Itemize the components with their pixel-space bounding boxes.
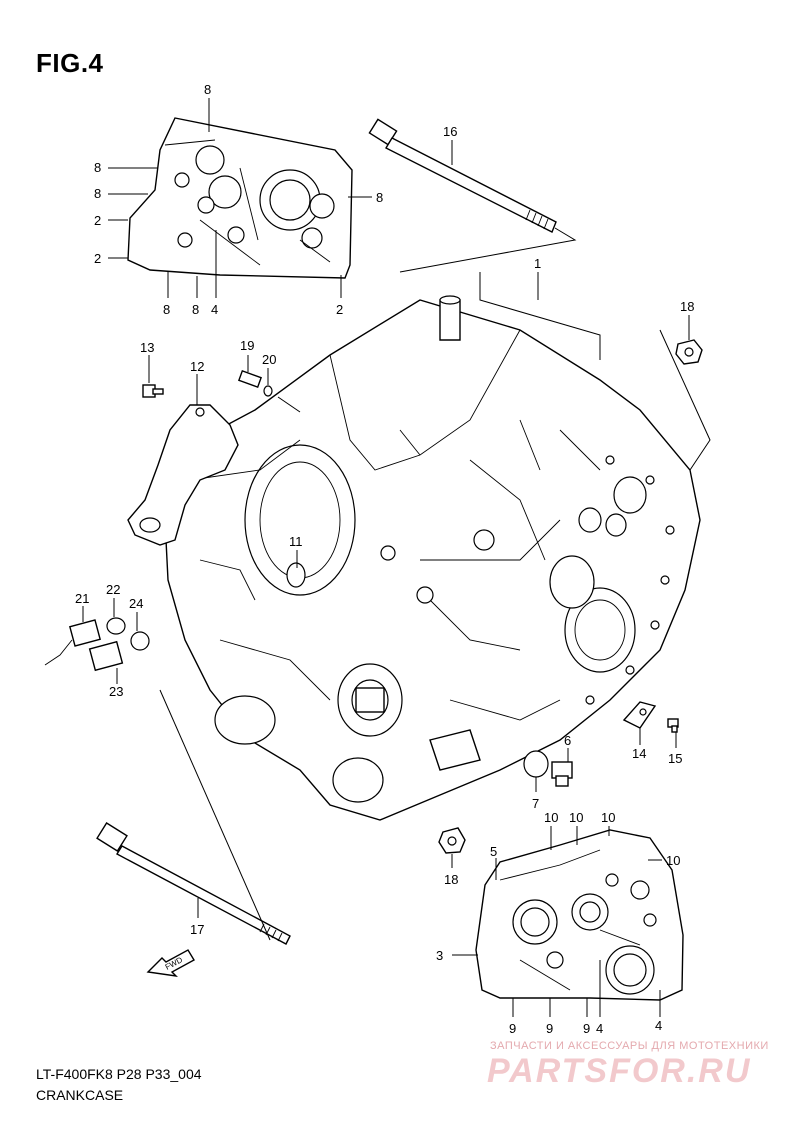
callout-8: 8 <box>376 190 383 205</box>
gasket-7 <box>523 750 549 778</box>
washer-22 <box>106 617 126 635</box>
callout-22: 22 <box>106 582 120 597</box>
callout-6: 6 <box>564 733 571 748</box>
washer-24 <box>130 631 150 651</box>
callout-9: 9 <box>583 1021 590 1036</box>
callout-8: 8 <box>94 160 101 175</box>
callout-20: 20 <box>262 352 276 367</box>
section-name: CRANKCASE <box>36 1087 124 1103</box>
callout-4: 4 <box>211 302 218 317</box>
callout-4: 4 <box>655 1018 662 1033</box>
callout-9: 9 <box>509 1021 516 1036</box>
callout-19: 19 <box>240 338 254 353</box>
callout-10: 10 <box>544 810 558 825</box>
callout-14: 14 <box>632 746 646 761</box>
bolt-15 <box>667 718 679 733</box>
callout-10: 10 <box>601 810 615 825</box>
nut-18-lower <box>438 827 466 854</box>
callout-2: 2 <box>336 302 343 317</box>
callout-3: 3 <box>436 948 443 963</box>
callout-8: 8 <box>204 82 211 97</box>
callout-13: 13 <box>140 340 154 355</box>
sensor-21 <box>44 619 102 666</box>
figure-title: FIG.4 <box>36 48 104 78</box>
callout-5: 5 <box>490 844 497 859</box>
callout-21: 21 <box>75 591 89 606</box>
bracket-14 <box>622 701 657 729</box>
watermark-tagline: ЗАПЧАСТИ И АКСЕССУАРЫ ДЛЯ МОТОТЕХНИКИ <box>490 1040 769 1052</box>
callout-8: 8 <box>163 302 170 317</box>
o-ring-20 <box>263 385 273 397</box>
crankcase-right-half-detail <box>475 829 684 1001</box>
callout-15: 15 <box>668 751 682 766</box>
callout-11: 11 <box>289 534 303 549</box>
callout-10: 10 <box>666 853 680 868</box>
callout-8: 8 <box>192 302 199 317</box>
callout-2: 2 <box>94 251 101 266</box>
oil-jet-19 <box>237 369 263 389</box>
callout-8: 8 <box>94 186 101 201</box>
callout-1: 1 <box>534 256 541 271</box>
callout-18: 18 <box>680 299 694 314</box>
callout-7: 7 <box>532 796 539 811</box>
callout-12: 12 <box>190 359 204 374</box>
callout-18: 18 <box>444 872 458 887</box>
drain-plug-6 <box>551 761 573 787</box>
callout-9: 9 <box>546 1021 553 1036</box>
crankcase-left-half-detail <box>127 117 353 279</box>
callout-23: 23 <box>109 684 123 699</box>
callout-10: 10 <box>569 810 583 825</box>
callout-2: 2 <box>94 213 101 228</box>
sensor-23 <box>88 640 124 672</box>
gasket-12 <box>127 404 239 546</box>
forward-arrow-icon: FWD <box>146 949 195 977</box>
nut-18-upper <box>675 339 703 365</box>
watermark-logo: PARTSFOR.RU <box>487 1052 752 1090</box>
long-bolt-17 <box>96 822 291 945</box>
main-crankcase <box>164 295 701 821</box>
callout-17: 17 <box>190 922 204 937</box>
callout-24: 24 <box>129 596 143 611</box>
long-bolt-16 <box>368 118 557 233</box>
model-code: LT-F400FK8 P28 P33_004 <box>36 1066 202 1082</box>
callout-16: 16 <box>443 124 457 139</box>
bolt-13 <box>142 384 164 398</box>
callout-4: 4 <box>596 1021 603 1036</box>
